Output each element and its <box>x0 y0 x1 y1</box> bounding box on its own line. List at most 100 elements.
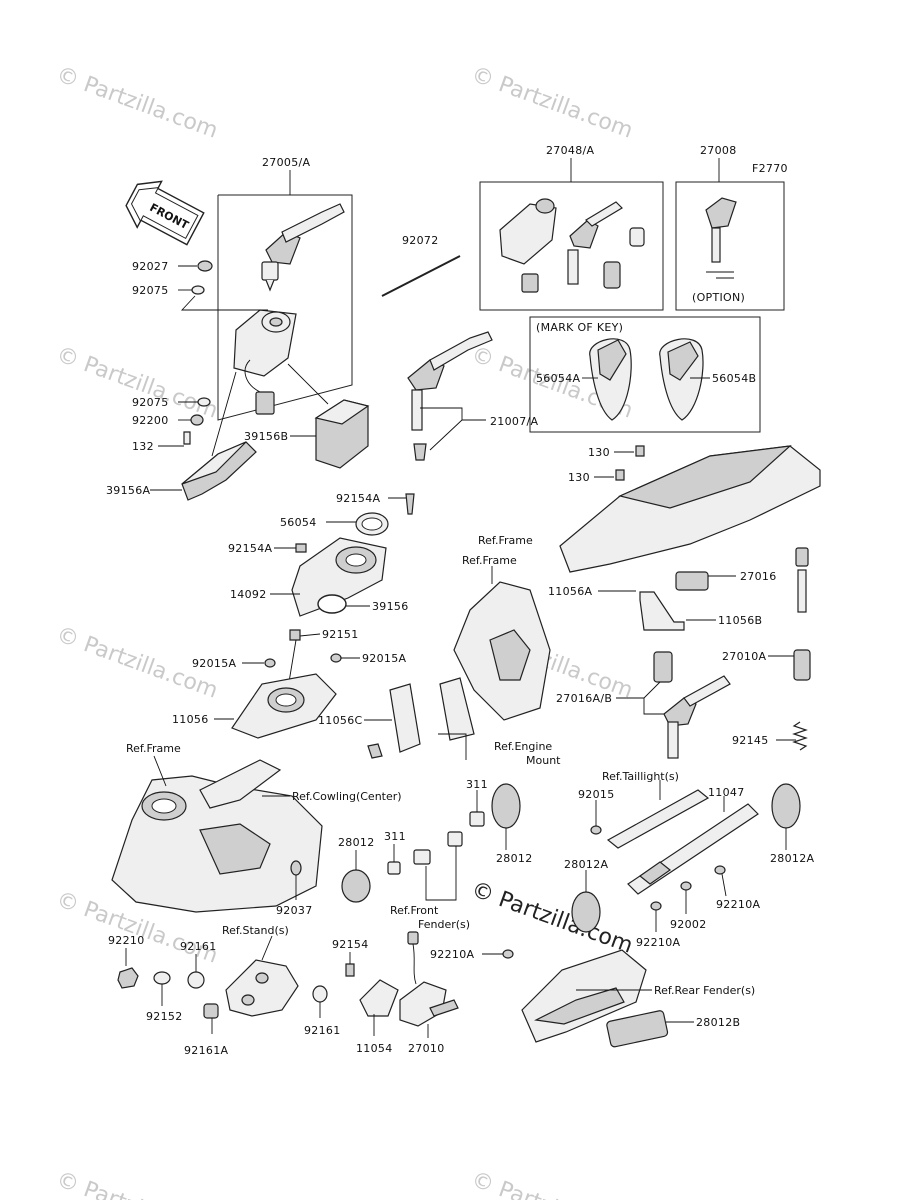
label-92027: 92027 <box>132 260 169 273</box>
label-11056c: 11056C <box>318 714 362 727</box>
collar-311-right <box>469 811 485 827</box>
label-28012b: 28012B <box>696 1016 740 1029</box>
spring-92145 <box>792 721 808 751</box>
key-head-56054a <box>589 338 632 421</box>
label-92210: 92210 <box>108 934 145 947</box>
bracket-14092 <box>291 537 387 617</box>
lockset-box <box>479 181 664 311</box>
label-92161-left: 92161 <box>180 940 217 953</box>
label-92161-right: 92161 <box>304 1024 341 1037</box>
seat-lock-27016ab <box>653 651 731 759</box>
label-92161a: 92161A <box>184 1044 228 1057</box>
collar-92161-right <box>312 985 328 1003</box>
label-11056a: 11056A <box>548 585 592 598</box>
label-14092: 14092 <box>230 588 267 601</box>
label-92152: 92152 <box>146 1010 183 1023</box>
washer-92152 <box>153 971 171 985</box>
watermark: © Partzilla.com <box>53 1167 221 1200</box>
label-11054: 11054 <box>356 1042 393 1055</box>
label-27016: 27016 <box>740 570 777 583</box>
label-92037: 92037 <box>276 904 313 917</box>
label-92075-lower: 92075 <box>132 396 169 409</box>
screw-92002 <box>680 881 692 891</box>
nut-92210a-upper <box>714 865 726 875</box>
label-92015: 92015 <box>578 788 615 801</box>
nut-92210 <box>117 967 139 989</box>
stand-bracket <box>225 959 299 1017</box>
pad-28012-left <box>341 869 371 903</box>
key-21007a <box>407 331 493 461</box>
nut-92015a-left <box>264 658 276 668</box>
label-27005a: 27005/A <box>262 156 310 169</box>
ref-frame-front: Ref.Frame <box>126 742 181 755</box>
bolt-130-lower <box>615 469 625 481</box>
label-92002: 92002 <box>670 918 707 931</box>
label-311-left: 311 <box>384 830 406 843</box>
washer-92075-lower <box>197 397 211 407</box>
cable-tie-92072 <box>381 255 461 297</box>
watermark: © Partzilla.com <box>468 1167 636 1200</box>
label-27010a: 27010A <box>722 650 766 663</box>
switch-27010a <box>793 547 811 681</box>
label-92015a-left: 92015A <box>192 657 236 670</box>
ref-frame-center: Ref.Frame <box>462 554 517 567</box>
nut-92210a-mid <box>650 901 662 911</box>
bracket-11056c <box>367 677 475 759</box>
label-92154a-upper: 92154A <box>336 492 380 505</box>
frame-center <box>453 581 551 721</box>
label-92075-upper: 92075 <box>132 284 169 297</box>
label-28012a-left: 28012A <box>564 858 608 871</box>
front-arrow: FRONT <box>125 180 205 246</box>
washer-92075-upper <box>191 285 205 295</box>
ref-engine-mount-1: Ref.Engine <box>494 740 552 753</box>
taillight-bracket-11047 <box>606 789 759 895</box>
rear-fender-28012b <box>521 949 669 1048</box>
label-56054b: 56054B <box>712 372 756 385</box>
label-130-lower: 130 <box>568 471 590 484</box>
label-92145: 92145 <box>732 734 769 747</box>
ref-front-fender-2: Fender(s) <box>418 918 470 931</box>
key-blank-box <box>675 181 785 311</box>
ignition-group-box <box>217 194 353 421</box>
label-39156a: 39156A <box>106 484 150 497</box>
ref-rear-fender: Ref.Rear Fender(s) <box>654 984 755 997</box>
label-27048a: 27048/A <box>546 144 594 157</box>
label-56054: 56054 <box>280 516 317 529</box>
label-11047: 11047 <box>708 786 745 799</box>
rear-frame <box>559 445 821 573</box>
bolt-130-upper <box>635 445 645 457</box>
watermark-center: © Partzilla.com <box>468 877 636 959</box>
bolt-92154a-lower <box>295 543 307 553</box>
washer-92027 <box>197 260 213 272</box>
key-blank <box>705 197 737 279</box>
spacer-left <box>413 849 431 865</box>
bolt-92154a-upper <box>405 493 415 515</box>
label-92210a-lower: 92210A <box>430 948 474 961</box>
switch-27010 <box>399 931 459 1027</box>
ref-frame-rear: Ref.Frame <box>478 534 533 547</box>
label-132: 132 <box>132 440 154 453</box>
ref-engine-mount-2: Mount <box>526 754 561 767</box>
spacer-right <box>447 831 463 847</box>
pad-28012-right <box>491 783 521 829</box>
label-28012a-right: 28012A <box>770 852 814 865</box>
bolt-132 <box>183 431 191 445</box>
cover-39156b <box>314 399 370 469</box>
ref-front-fender-1: Ref.Front <box>390 904 439 917</box>
mark-of-key-box <box>529 316 761 433</box>
ignition-key-27005 <box>261 203 345 292</box>
label-27008: 27008 <box>700 144 737 157</box>
label-92154a-lower: 92154A <box>228 542 272 555</box>
nut-92015 <box>590 825 602 835</box>
label-11056b: 11056B <box>718 614 762 627</box>
label-27010: 27010 <box>408 1042 445 1055</box>
label-92072: 92072 <box>402 234 439 247</box>
washer-92200 <box>190 414 204 426</box>
label-21007a: 21007/A <box>490 415 538 428</box>
cowling-bracket <box>199 759 282 809</box>
clip-92037 <box>290 860 302 876</box>
watermark: © Partzilla.com <box>53 342 221 424</box>
label-311-right: 311 <box>466 778 488 791</box>
nut-92015a-right <box>330 653 342 663</box>
